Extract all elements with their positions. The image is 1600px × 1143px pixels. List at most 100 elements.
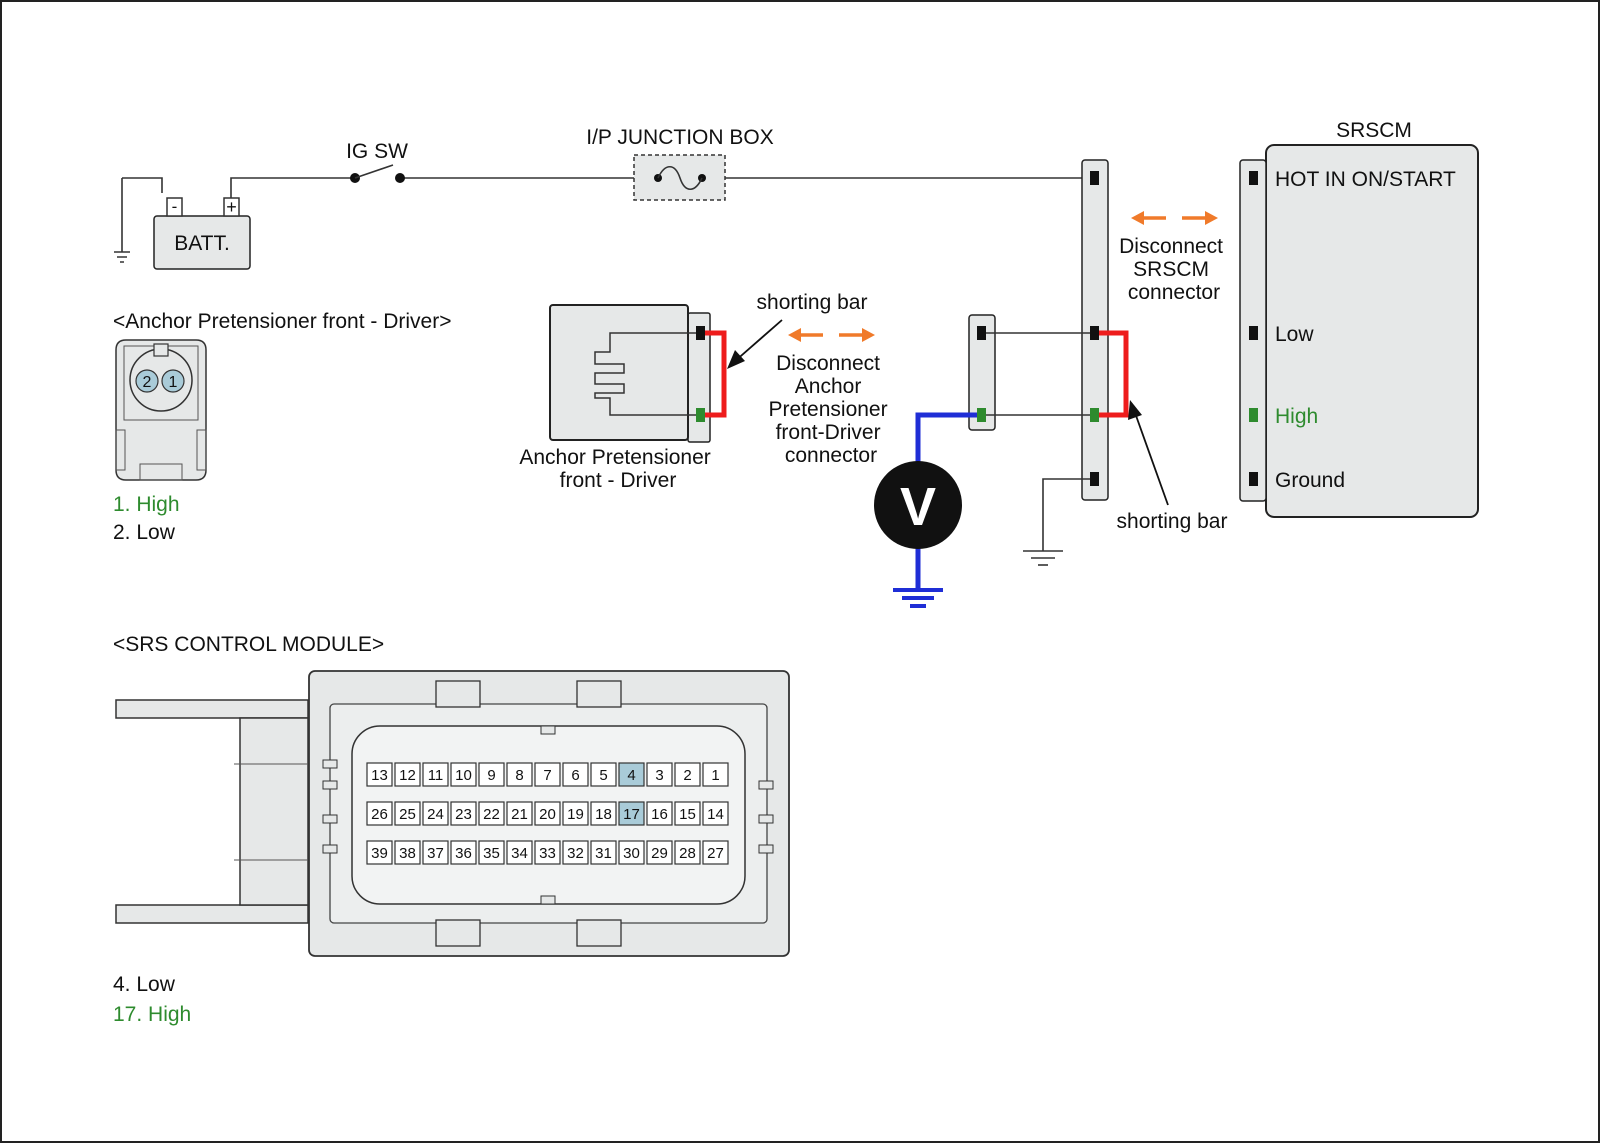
srs-pin-cell [674,801,701,826]
srs-pin-cell [562,840,589,865]
anchor-face-pin-2: 2 [143,374,152,391]
ignition-switch [350,164,405,183]
srs-pin-cell [478,801,505,826]
srs-pin-label: 27 [707,845,724,862]
srs-pin-cell [394,762,421,787]
srscm-label: SRSCM [1336,119,1412,142]
srscm-pin-hot-label: HOT IN ON/START [1275,168,1456,191]
srs-pin-label: 18 [595,806,612,823]
anchor-legend-low: 2. Low [113,521,176,544]
anchor-connector-face [115,339,207,481]
srs-pin-label: 22 [483,806,500,823]
srs-pin-label: 26 [371,806,388,823]
srs-pin-cell [590,801,617,826]
srs-pin-label: 11 [428,767,444,784]
disconnect-anchor-label: Disconnect Anchor Pretensioner front-Dri… [769,352,894,467]
srs-pin-label: 10 [455,767,472,784]
anchor-pin-low [696,326,705,340]
srs-pin-cell [366,840,393,865]
anchor-face-pin-1: 1 [169,374,178,391]
srs-pin-cell [450,762,477,787]
srs-pin-label: 8 [515,767,523,784]
anchor-view-title: <Anchor Pretensioner front - Driver> [113,310,451,333]
shorting-bar-bottom-arrow-icon [1128,400,1169,506]
srs-pin-label: 19 [567,806,584,823]
harness-shorting-bar [1099,330,1129,418]
srs-pin-cell [646,840,673,865]
anchor-legend-high: 1. High [113,493,180,516]
srscm-pin-high-label: High [1275,405,1318,428]
srs-pin-cell [534,762,561,787]
ig-sw-label: IG SW [346,140,408,163]
srs-pin-label: 38 [399,845,416,862]
harness-ground-wire [1042,478,1090,551]
harness-pin-ground [1090,472,1099,486]
harness-pin-low [1090,326,1099,340]
voltmeter-positive-lead [915,412,977,470]
srscm-pin-low-label: Low [1275,323,1314,346]
srs-pin-label: 16 [651,806,668,823]
anchor-component-label: Anchor Pretensioner front - Driver [519,446,716,492]
srs-pin-cell [646,801,673,826]
srs-pin-cell [422,840,449,865]
battery-plus-wire [230,177,355,198]
srs-pin-label: 4 [627,767,635,784]
voltmeter-ground-icon [893,588,943,608]
srs-pin-label: 17 [623,806,640,823]
srs-pin-cell [394,840,421,865]
srs-pin-label: 36 [455,845,472,862]
anchor-shorting-bar [705,330,727,418]
srs-pin-cell [590,840,617,865]
srscm-pin-high [1249,408,1258,422]
srs-pin-cell [422,801,449,826]
disconnect-anchor-arrows-icon [788,328,875,342]
srs-pin-label: 21 [511,806,528,823]
srs-pin-label: 13 [371,767,388,784]
harness-pin-hot [1090,171,1099,185]
srs-pin-label: 7 [543,767,551,784]
srs-pin-label: 20 [539,806,556,823]
anchor-pin-high [696,408,705,422]
battery-plus-label: + [226,197,237,217]
srs-pin-label: 12 [399,767,416,784]
harness-pin-high [1090,408,1099,422]
srs-pin-cell [674,840,701,865]
srs-pin-label: 24 [427,806,444,823]
srs-pin-cell [506,762,533,787]
srs-pin-cell [394,801,421,826]
srs-pin-cell [506,801,533,826]
srs-pin-cell [562,801,589,826]
battery-minus-label: - [172,197,178,216]
srs-pin-label: 3 [655,767,663,784]
srs-pin-cell [506,840,533,865]
srs-pin-cell [450,840,477,865]
srs-pin-cell [646,762,673,787]
srs-pin-label: 37 [427,845,444,862]
srs-pin-label: 14 [707,806,724,823]
srs-pin-label: 25 [399,806,416,823]
battery: - + BATT. [153,197,251,270]
srs-pin-label: 32 [567,845,584,862]
middle-connector [968,314,996,431]
srs-pin-cell [618,762,645,787]
middle-pin-high [977,408,986,422]
srscm-pin-ground-label: Ground [1275,469,1345,492]
shorting-bar-top-label: shorting bar [757,291,868,314]
srs-pin-label: 28 [679,845,696,862]
srs-pin-label: 6 [571,767,579,784]
disconnect-srscm-arrows-icon [1131,211,1218,225]
battery-label: BATT. [174,232,230,255]
srs-pin-cell [534,801,561,826]
srs-pin-cell [422,762,449,787]
srs-pin-cell [702,801,729,826]
srs-pin-label: 30 [623,845,640,862]
voltmeter-label: V [900,477,936,537]
srs-pin-cell [366,801,393,826]
srs-legend-high: 17. High [113,1003,191,1026]
srs-pin-label: 15 [679,806,696,823]
disconnect-srscm-label: Disconnect SRSCM connector [1119,235,1229,304]
